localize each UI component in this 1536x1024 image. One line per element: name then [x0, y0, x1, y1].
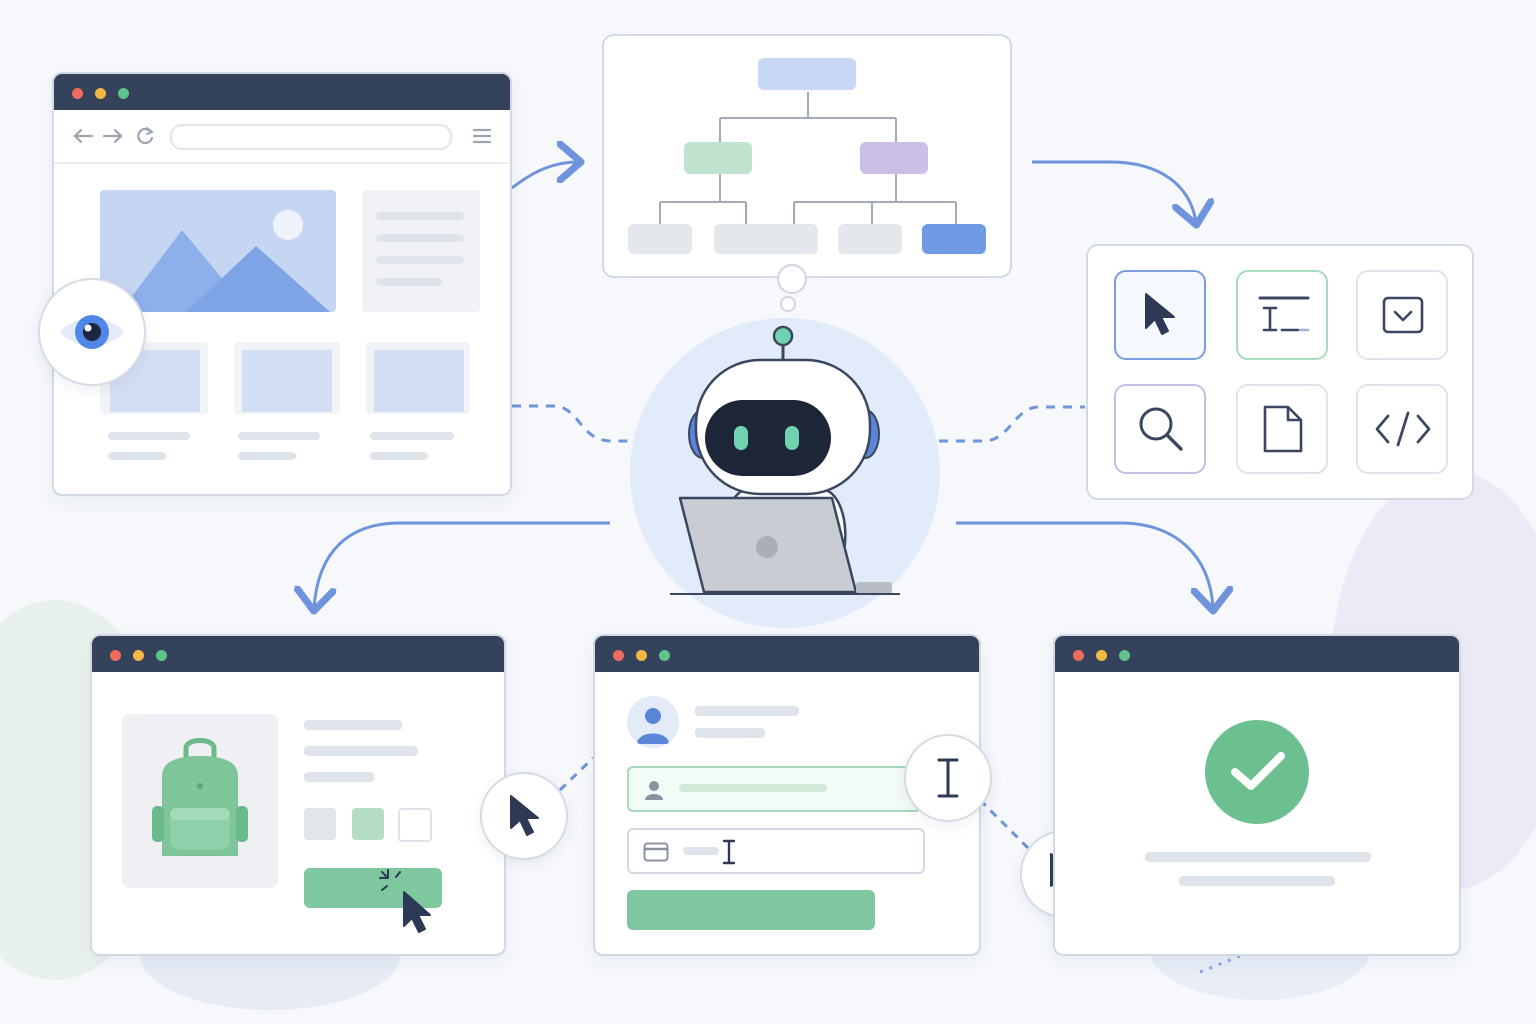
caption-line	[370, 432, 454, 440]
arrow-tree-to-tools	[1032, 160, 1196, 222]
title-bar	[1055, 636, 1459, 672]
caption-line	[108, 452, 166, 460]
browser-window	[52, 72, 512, 496]
minimize-dot[interactable]	[133, 650, 144, 661]
close-dot[interactable]	[613, 650, 624, 661]
tree-root-node	[758, 58, 856, 90]
reload-icon[interactable]	[134, 125, 156, 147]
cursor-bubble	[480, 772, 568, 860]
text-cursor-icon	[1258, 296, 1310, 332]
vision-bubble	[38, 278, 146, 386]
tree-node-green	[684, 142, 752, 174]
shop-window	[90, 634, 506, 956]
thumbnail-card[interactable]	[234, 342, 340, 414]
cursor-tool[interactable]	[1114, 270, 1206, 360]
caption-line	[238, 452, 296, 460]
product-subtitle-line	[304, 746, 418, 756]
tree-leaf-node	[714, 224, 818, 254]
success-badge	[1205, 720, 1309, 824]
option-swatch[interactable]	[304, 808, 336, 840]
forward-arrow-icon[interactable]	[102, 126, 124, 146]
submit-button[interactable]	[627, 890, 875, 930]
back-arrow-icon[interactable]	[72, 126, 94, 146]
close-dot[interactable]	[110, 650, 121, 661]
maximize-dot[interactable]	[118, 88, 129, 99]
profile-name-line	[695, 706, 799, 716]
option-swatch-selected[interactable]	[352, 808, 384, 840]
success-window	[1053, 634, 1461, 956]
code-icon	[1375, 411, 1431, 447]
option-swatch[interactable]	[398, 808, 432, 842]
arrow-robot-to-success	[956, 521, 1213, 608]
dashed-link-form-to-success	[978, 798, 1030, 850]
dropdown-icon	[1382, 296, 1424, 334]
user-icon	[645, 781, 663, 800]
backpack-icon	[152, 738, 248, 856]
credit-card-icon	[643, 842, 669, 862]
profile-detail-line	[695, 728, 765, 738]
avatar	[627, 696, 679, 748]
close-dot[interactable]	[1073, 650, 1084, 661]
document-tool[interactable]	[1236, 384, 1328, 474]
title-bar	[595, 636, 979, 672]
search-tool[interactable]	[1114, 384, 1206, 474]
arrow-browser-to-tree	[511, 162, 578, 190]
close-dot[interactable]	[72, 88, 83, 99]
cursor-icon	[1145, 293, 1175, 335]
title-bar	[54, 74, 510, 110]
menu-icon[interactable]	[472, 126, 492, 146]
product-price-line	[304, 772, 374, 782]
text-input-bubble	[904, 734, 992, 822]
dashed-link-right	[905, 405, 1085, 443]
minimize-dot[interactable]	[1096, 650, 1107, 661]
text-cursor-icon	[937, 758, 959, 798]
browser-toolbar	[54, 110, 510, 164]
add-to-cart-button[interactable]	[304, 868, 442, 908]
text-tool[interactable]	[1236, 270, 1328, 360]
tree-connectors	[659, 92, 957, 224]
tree-diagram-panel	[602, 34, 1012, 278]
title-bar	[92, 636, 504, 672]
document-icon	[1263, 405, 1303, 453]
success-message-line	[1145, 852, 1371, 862]
click-cursor-icon	[379, 869, 431, 933]
dropdown-tool[interactable]	[1356, 270, 1448, 360]
tools-panel	[1086, 244, 1474, 500]
tree-leaf-node	[838, 224, 902, 254]
search-icon	[1139, 407, 1183, 451]
thought-bubble	[777, 264, 807, 294]
user-icon	[637, 708, 669, 744]
code-tool[interactable]	[1356, 384, 1448, 474]
product-image[interactable]	[122, 714, 278, 888]
caption-line	[370, 452, 428, 460]
address-bar[interactable]	[170, 124, 452, 150]
cursor-icon	[510, 795, 539, 836]
hero-image	[100, 190, 336, 312]
maximize-dot[interactable]	[1119, 650, 1130, 661]
thought-bubble-small	[780, 296, 796, 312]
username-field[interactable]	[627, 766, 921, 812]
maximize-dot[interactable]	[156, 650, 167, 661]
card-number-field[interactable]	[627, 828, 925, 874]
minimize-dot[interactable]	[636, 650, 647, 661]
text-cursor-icon	[722, 839, 736, 865]
dashed-link-left	[512, 404, 668, 443]
success-detail-line	[1179, 876, 1335, 886]
check-icon	[1231, 752, 1285, 790]
caption-line	[108, 432, 190, 440]
caption-line	[238, 432, 320, 440]
tree-leaf-node-selected	[922, 224, 986, 254]
product-title-line	[304, 720, 402, 730]
thumbnail-card[interactable]	[366, 342, 470, 414]
text-panel	[362, 190, 480, 312]
maximize-dot[interactable]	[659, 650, 670, 661]
tree-leaf-node	[628, 224, 692, 254]
eye-icon	[60, 315, 124, 349]
minimize-dot[interactable]	[95, 88, 106, 99]
tree-node-purple	[860, 142, 928, 174]
robot-icon	[670, 325, 900, 595]
image-placeholder-icon	[120, 210, 330, 312]
arrow-robot-to-shop	[314, 521, 610, 608]
